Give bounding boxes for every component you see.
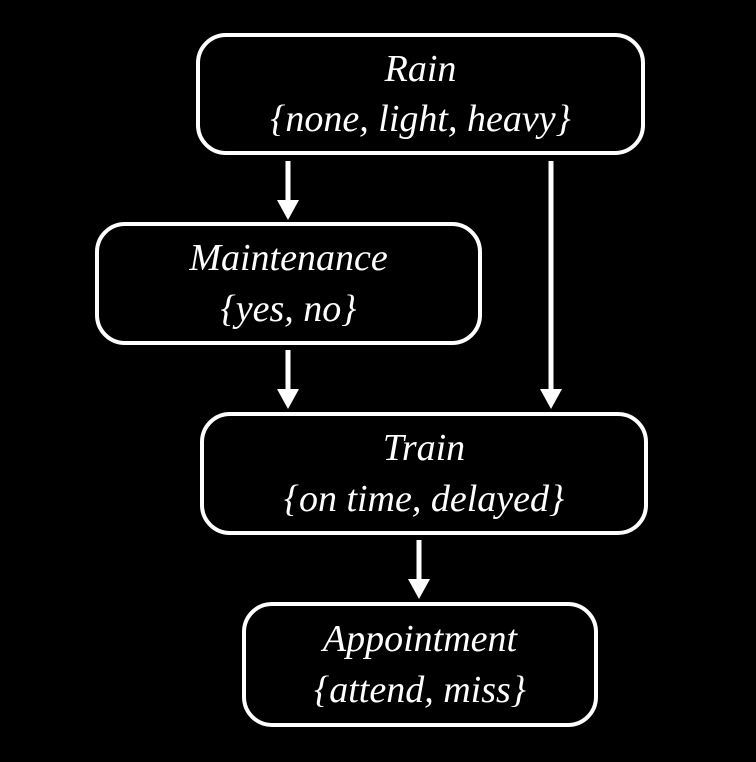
node-rain: Rain {none, light, heavy} (196, 33, 645, 155)
node-train-label: Train (382, 427, 466, 470)
edge-maintenance-to-train (277, 350, 299, 409)
node-rain-label: Rain (384, 47, 457, 90)
node-maintenance-label: Maintenance (189, 237, 388, 280)
edge-rain-to-maintenance (277, 161, 299, 220)
arrowhead-icon (540, 389, 562, 409)
node-appointment-domain: {attend, miss} (314, 668, 526, 711)
arrowhead-icon (277, 200, 299, 220)
node-rain-domain: {none, light, heavy} (270, 98, 571, 140)
edge-train-to-appointment (408, 540, 430, 599)
node-maintenance: Maintenance {yes, no} (95, 222, 482, 345)
node-train-domain: {on time, delayed} (283, 477, 565, 520)
node-appointment-label: Appointment (322, 618, 518, 661)
node-appointment: Appointment {attend, miss} (242, 602, 598, 727)
arrowhead-icon (408, 579, 430, 599)
node-train: Train {on time, delayed} (200, 412, 648, 535)
arrowhead-icon (277, 389, 299, 409)
node-maintenance-domain: {yes, no} (220, 287, 357, 330)
edge-rain-to-train (540, 161, 562, 409)
